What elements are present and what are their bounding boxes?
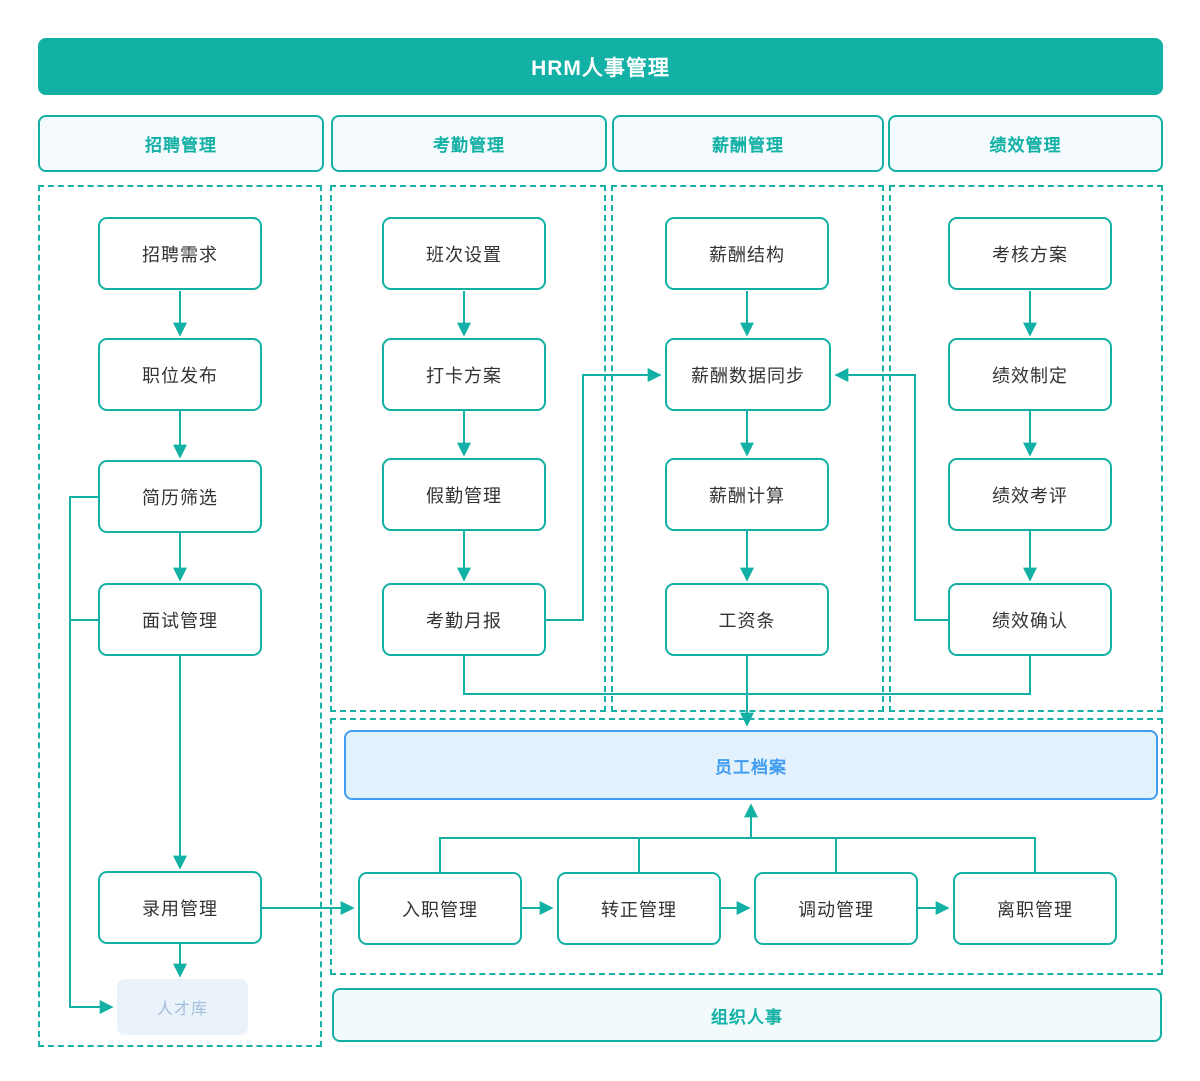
node-assessment-plan[interactable]: 考核方案 <box>948 217 1112 290</box>
diagram-title-banner[interactable]: HRM人事管理 <box>38 38 1163 95</box>
node-resignation-mgmt[interactable]: 离职管理 <box>953 872 1117 945</box>
node-payslip[interactable]: 工资条 <box>665 583 829 656</box>
column-header-recruitment[interactable]: 招聘管理 <box>38 115 324 172</box>
node-shift-setting[interactable]: 班次设置 <box>382 217 546 290</box>
column-header-compensation[interactable]: 薪酬管理 <box>612 115 884 172</box>
group-employee-lifecycle <box>330 718 1163 975</box>
node-punch-plan[interactable]: 打卡方案 <box>382 338 546 411</box>
node-performance-review[interactable]: 绩效考评 <box>948 458 1112 531</box>
node-probation-mgmt[interactable]: 转正管理 <box>557 872 721 945</box>
group-recruitment <box>38 185 322 1047</box>
column-header-performance[interactable]: 绩效管理 <box>888 115 1163 172</box>
node-resume-screening[interactable]: 简历筛选 <box>98 460 262 533</box>
column-header-attendance[interactable]: 考勤管理 <box>331 115 607 172</box>
node-org-personnel[interactable]: 组织人事 <box>332 988 1162 1042</box>
group-attendance <box>330 185 606 712</box>
node-interview-mgmt[interactable]: 面试管理 <box>98 583 262 656</box>
node-recruit-demand[interactable]: 招聘需求 <box>98 217 262 290</box>
node-talent-pool[interactable]: 人才库 <box>117 979 248 1035</box>
node-employee-archive[interactable]: 员工档案 <box>344 730 1158 800</box>
node-salary-data-sync[interactable]: 薪酬数据同步 <box>665 338 831 411</box>
node-onboarding-mgmt[interactable]: 入职管理 <box>358 872 522 945</box>
node-salary-structure[interactable]: 薪酬结构 <box>665 217 829 290</box>
node-performance-setting[interactable]: 绩效制定 <box>948 338 1112 411</box>
group-performance <box>889 185 1163 712</box>
node-job-publish[interactable]: 职位发布 <box>98 338 262 411</box>
group-compensation <box>611 185 884 712</box>
node-leave-attendance-mgmt[interactable]: 假勤管理 <box>382 458 546 531</box>
node-performance-confirm[interactable]: 绩效确认 <box>948 583 1112 656</box>
node-attendance-monthly-report[interactable]: 考勤月报 <box>382 583 546 656</box>
node-salary-calculation[interactable]: 薪酬计算 <box>665 458 829 531</box>
diagram-title: HRM人事管理 <box>531 56 670 80</box>
node-hiring-mgmt[interactable]: 录用管理 <box>98 871 262 944</box>
node-transfer-mgmt[interactable]: 调动管理 <box>754 872 918 945</box>
